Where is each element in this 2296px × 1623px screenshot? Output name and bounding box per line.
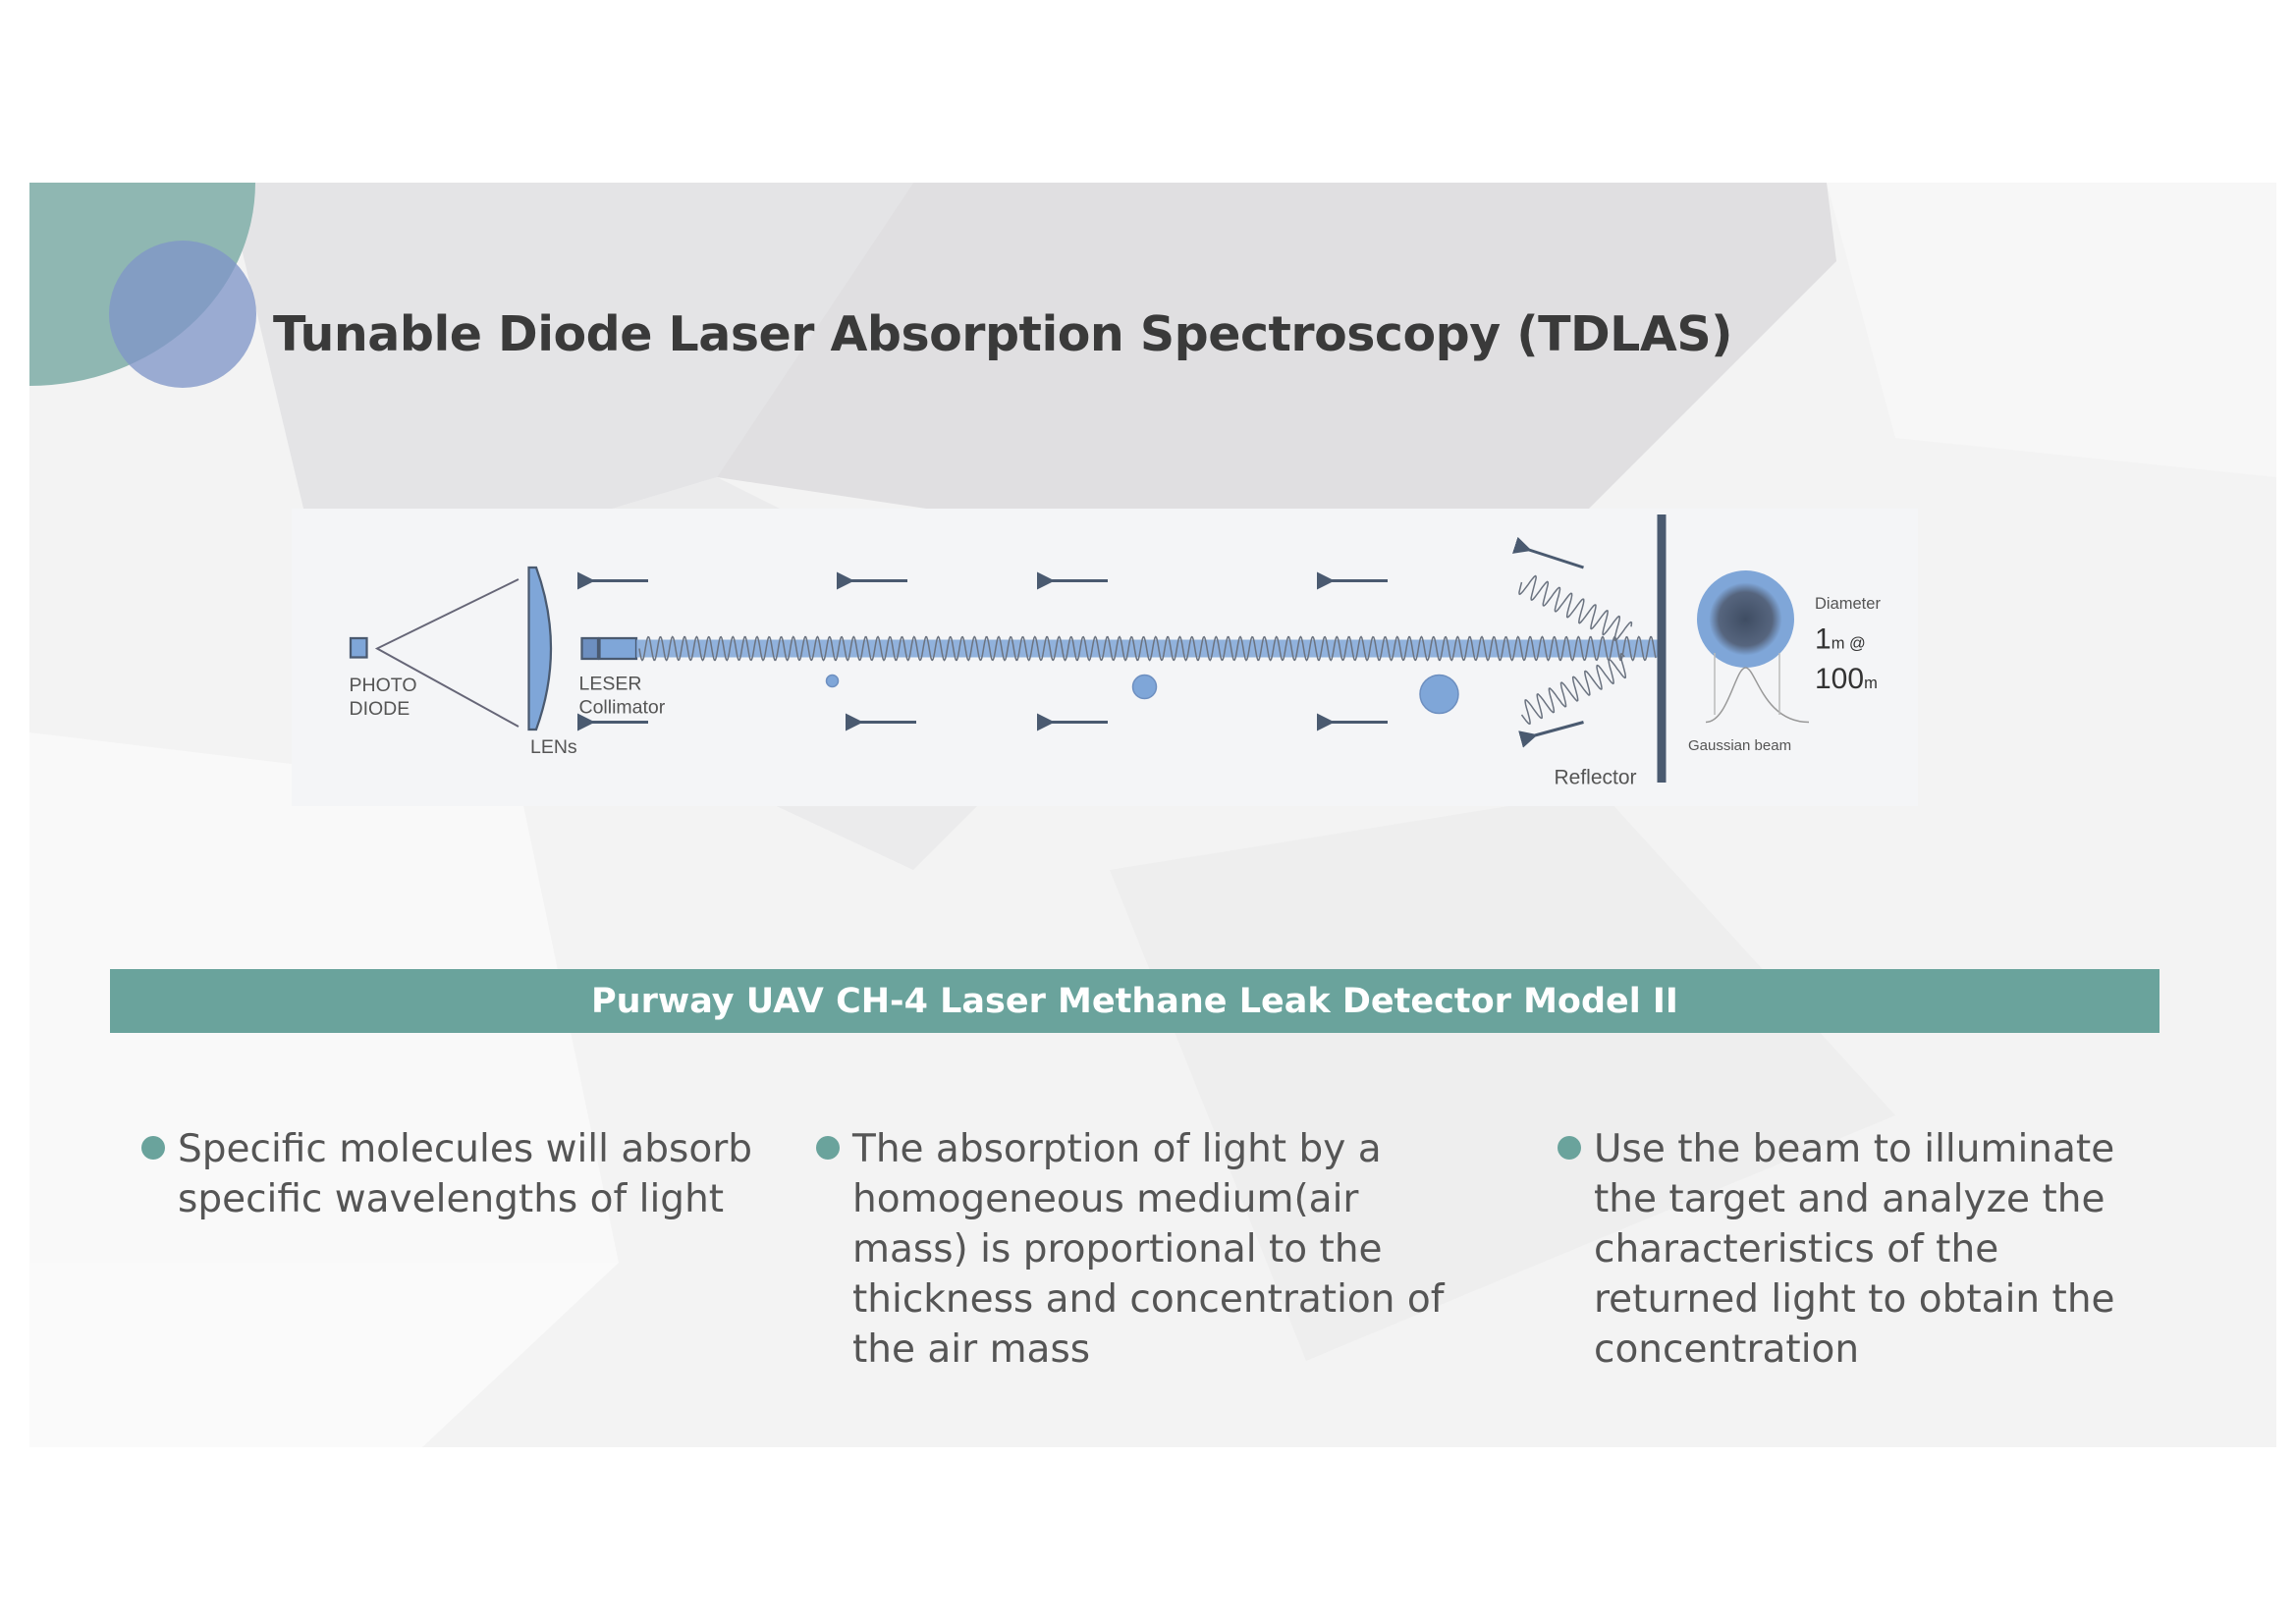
background-polygons bbox=[29, 183, 2276, 1447]
beam-spot-icon bbox=[1697, 570, 1794, 668]
bullet-dot-icon bbox=[1558, 1136, 1581, 1160]
decorative-blue-circle bbox=[109, 241, 256, 388]
product-banner: Purway UAV CH-4 Laser Methane Leak Detec… bbox=[110, 969, 2159, 1033]
bullet-item: Specific molecules will absorb specific … bbox=[141, 1124, 806, 1224]
diameter-value: 1m @ bbox=[1815, 623, 1866, 656]
page-title: Tunable Diode Laser Absorption Spectrosc… bbox=[273, 306, 1733, 362]
bullet-text: The absorption of light by a homogeneous… bbox=[852, 1127, 1445, 1372]
laser-icon bbox=[580, 636, 600, 661]
diameter-label: Diameter bbox=[1815, 595, 1881, 613]
gaussian-beam-label: Gaussian beam bbox=[1688, 737, 1791, 754]
reflector-label: Reflector bbox=[1555, 767, 1637, 789]
reflected-wave-down bbox=[1520, 652, 1626, 726]
arrows bbox=[577, 536, 1584, 748]
collimator-label: Collimator bbox=[579, 697, 666, 719]
bullet-item: The absorption of light by a homogeneous… bbox=[816, 1124, 1481, 1375]
lens-label: LENs bbox=[530, 736, 577, 758]
reflector-icon bbox=[1657, 514, 1667, 783]
lens-icon bbox=[527, 566, 553, 731]
slide-background bbox=[29, 183, 2276, 1447]
bullet-dot-icon bbox=[816, 1136, 840, 1160]
wave bbox=[638, 635, 1657, 662]
photodiode-label-1: PHOTO bbox=[350, 675, 417, 696]
distance-value: 100m bbox=[1815, 663, 1878, 695]
gaussian-curve bbox=[1705, 667, 1810, 724]
bullet-item: Use the beam to illuminate the target an… bbox=[1558, 1124, 2163, 1375]
molecules bbox=[825, 674, 1459, 715]
photodiode-label-2: DIODE bbox=[350, 698, 410, 720]
bullet-text: Specific molecules will absorb specific … bbox=[178, 1127, 752, 1221]
bullet-text: Use the beam to illuminate the target an… bbox=[1594, 1127, 2115, 1372]
focus-lines bbox=[374, 578, 519, 728]
bullet-dot-icon bbox=[141, 1136, 165, 1160]
photodiode-icon bbox=[349, 636, 368, 659]
tdlas-diagram: PHOTO DIODE LENs LESER Collimator Reflec… bbox=[292, 509, 1918, 806]
collimator-icon bbox=[598, 636, 638, 661]
laser-label: LESER bbox=[579, 674, 642, 695]
reflected-wave-up bbox=[1518, 574, 1633, 642]
